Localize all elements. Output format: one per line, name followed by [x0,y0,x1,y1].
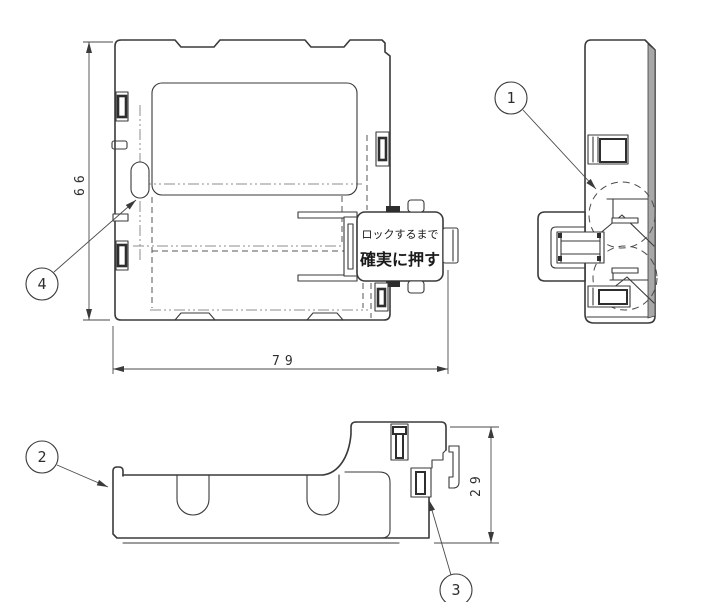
leader-line-4 [53,199,137,273]
bottom-view [112,421,460,544]
terminal-bar-lower [611,267,639,274]
front-body-outline [114,39,391,321]
tray-slot-2 [306,474,340,516]
lock-instruction-line2: 確実に押す [360,250,440,269]
left-small-tab [112,213,129,222]
dim-text-width: 79 [272,354,298,369]
slider-bracket-slot [347,223,354,270]
slider-rail-top [297,211,358,219]
lock-button-tab-top [407,199,425,213]
left-tab [111,140,128,150]
callout-2: 2 [25,440,109,488]
terminal-shelf-lower [609,272,649,281]
side-lock-inner [550,226,586,269]
phantom-battery-lower [592,245,658,311]
lock-button-tab-bottom [407,280,425,294]
slider-bracket [343,216,358,277]
dim-text-height: 66 [73,170,88,196]
lock-slider: ロックするまで 確実に押す [297,199,459,294]
side-body-outline [584,39,656,324]
side-clip-lower [587,285,631,308]
callout-3: 3 [428,499,473,602]
callout-balloon-2 [25,440,59,474]
side-lock-core [556,231,605,264]
lock-button-side-tab [442,227,459,264]
side-lock-button [537,211,605,282]
lock-button-latch-bottom [386,281,400,287]
callout-balloon-1 [494,81,528,115]
callout-number-4: 4 [37,275,46,293]
phantom-battery-upper [588,181,656,249]
leader-line-3 [428,499,452,576]
callout-balloon-3 [439,573,473,602]
tray-outline [112,466,430,539]
tray-slot-1 [176,474,210,516]
lock-button-bottom [410,467,432,498]
callout-number-2: 2 [37,448,46,466]
callout-1: 1 [494,81,597,190]
hook-tab [448,445,460,489]
lock-instruction-line1: ロックするまで [362,228,439,241]
callout-4: 4 [25,199,137,301]
side-clip-upper [587,134,629,165]
raised-block-top [355,421,447,451]
battery-cavity-outline [151,82,358,196]
terminal-bar-upper [611,217,639,224]
callout-balloon-4 [25,267,59,301]
dimension-width: 79 [112,270,449,374]
callout-number-1: 1 [506,89,515,107]
dimension-height: 66 [73,41,113,321]
left-clip-lower [115,240,129,271]
tray-front-wall [344,471,391,539]
left-clip-upper [115,91,129,122]
dim-text-depth: 29 [469,471,484,497]
front-bottom-feet [174,312,344,321]
lock-button[interactable] [356,211,444,282]
leader-line-1 [522,109,597,190]
slider-rail-bottom [297,274,358,282]
side-view [537,39,658,324]
block-keyhole-clip [390,423,409,461]
lock-button-latch-top [386,206,400,212]
release-slot [130,161,150,199]
terminal-shelf-upper [606,198,649,219]
side-right-shade [647,43,656,319]
raised-block-ramp [322,421,357,476]
leader-line-2 [56,464,109,488]
right-clip-upper [375,131,390,167]
dimension-depth: 29 [434,426,499,544]
raised-block-step [431,449,447,469]
callout-number-3: 3 [451,581,460,599]
front-view: ロックするまで 確実に押す [111,39,459,321]
right-clip-lower [374,282,389,312]
